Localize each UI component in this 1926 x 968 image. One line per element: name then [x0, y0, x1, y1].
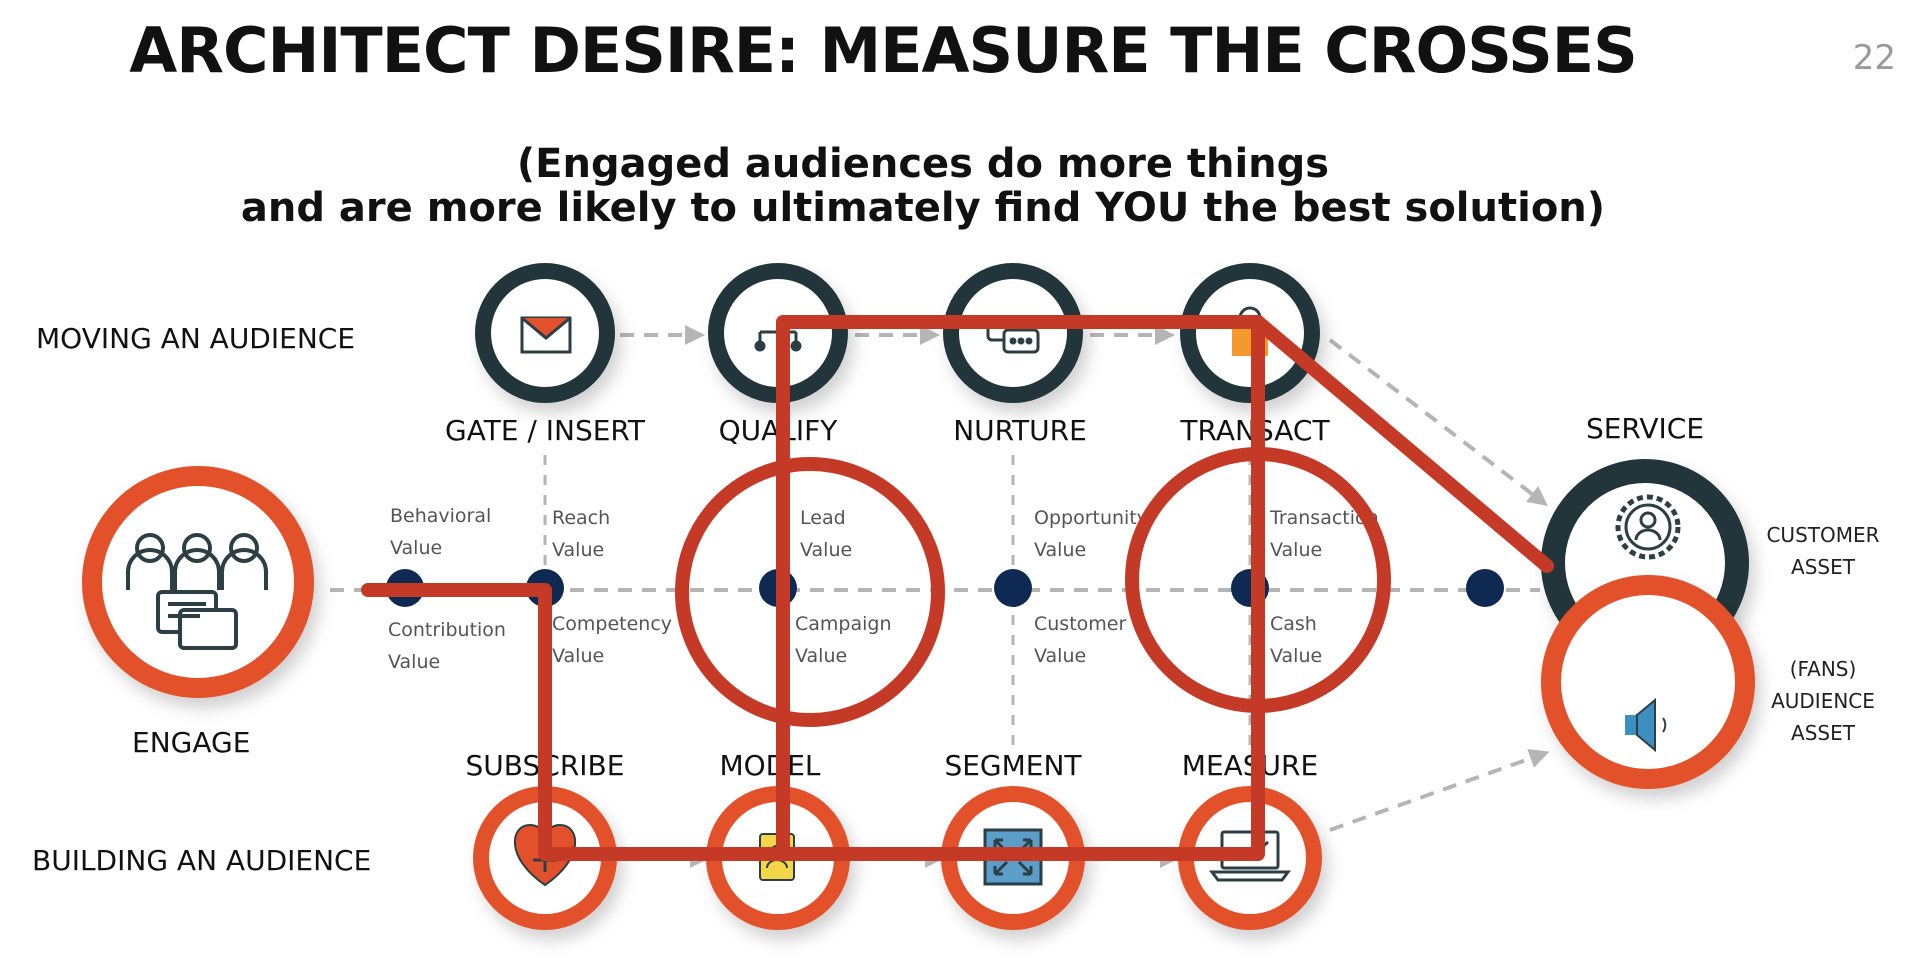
- value-above-5a: Transaction: [1269, 507, 1379, 529]
- value-below-1b: Value: [388, 651, 440, 673]
- subtitle-line-2: and are more likely to ultimately find Y…: [240, 185, 1606, 231]
- customer-asset-line-2: ASSET: [1791, 555, 1856, 579]
- value-below-2a: Competency: [552, 613, 672, 635]
- page-number: 22: [1852, 38, 1896, 78]
- engage-node: [82, 466, 314, 698]
- envelope-icon: [520, 316, 572, 354]
- stage-label-gate: GATE / INSERT: [445, 414, 646, 447]
- subtitle: (Engaged audiences do more things and ar…: [0, 142, 1886, 230]
- value-above-3a: Lead: [800, 507, 846, 529]
- subtitle-line-1: (Engaged audiences do more things: [516, 141, 1330, 187]
- engage-label: ENGAGE: [132, 726, 250, 759]
- value-below-5b: Value: [1270, 645, 1322, 667]
- value-below-1a: Contribution: [388, 619, 506, 641]
- overlay-circle-qualify: [675, 457, 945, 727]
- fans-asset-line-3: ASSET: [1791, 721, 1856, 745]
- audience-node: [1541, 575, 1755, 789]
- value-above-3b: Value: [800, 539, 852, 561]
- speaker-icon: [1625, 697, 1667, 753]
- axis-dots: [386, 569, 1504, 607]
- stage-label-nurture: NURTURE: [953, 414, 1087, 447]
- people-chat-icon: [126, 533, 268, 650]
- stage-label-measure: MEASURE: [1182, 749, 1318, 782]
- value-above-1b: Value: [390, 537, 442, 559]
- fans-asset-line-1: (FANS): [1790, 657, 1857, 681]
- red-overlay-annotations: [361, 315, 1554, 861]
- value-above-2a: Reach: [552, 507, 610, 529]
- stage-label-segment: SEGMENT: [944, 749, 1082, 782]
- value-below-2b: Value: [552, 645, 604, 667]
- axis-dot-6: [1466, 569, 1504, 607]
- page-title: ARCHITECT DESIRE: MEASURE THE CROSSES: [129, 14, 1638, 87]
- value-above-1a: Behavioral: [390, 505, 491, 527]
- overlay-path-service: [1251, 315, 1554, 573]
- value-above-4a: Opportunity: [1034, 507, 1148, 529]
- row-label-building: BUILDING AN AUDIENCE: [32, 844, 371, 877]
- stage-label-model: MODEL: [719, 749, 820, 782]
- axis-dot-4: [994, 569, 1032, 607]
- fans-asset-line-2: AUDIENCE: [1771, 689, 1875, 713]
- value-below-4b: Value: [1034, 645, 1086, 667]
- overlay-path-subscribe: [361, 583, 552, 861]
- connector-transact-service: [1328, 338, 1548, 507]
- value-below-3a: Campaign: [795, 613, 892, 635]
- value-below-3b: Value: [795, 645, 847, 667]
- row-label-moving: MOVING AN AUDIENCE: [36, 322, 355, 355]
- value-below-5a: Cash: [1270, 613, 1317, 635]
- overlay-circle-transact: [1125, 447, 1391, 713]
- value-above-4b: Value: [1034, 539, 1086, 561]
- connector-measure-audience: [1329, 748, 1550, 832]
- value-above-5b: Value: [1270, 539, 1322, 561]
- value-below-4a: Customer: [1034, 613, 1126, 635]
- customer-gear-icon: [1615, 494, 1681, 560]
- value-above-2b: Value: [552, 539, 604, 561]
- service-label: SERVICE: [1586, 412, 1704, 445]
- customer-asset-line-1: CUSTOMER: [1766, 523, 1879, 547]
